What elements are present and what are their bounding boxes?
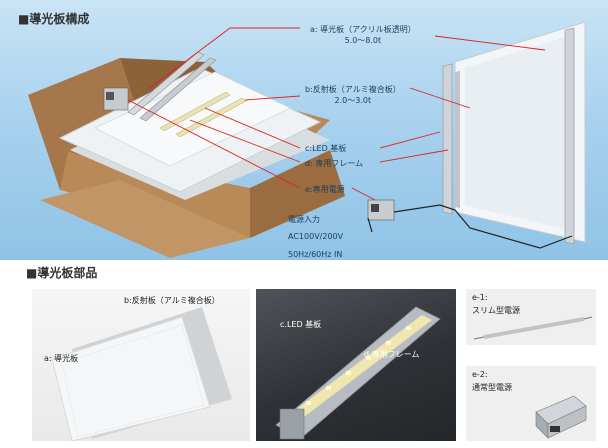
- assembly-diagram: ■導光板構成 a: 導光板（アクリル板透明） 5.0〜8.0t b:反射板（アル…: [0, 0, 608, 260]
- side-frame-left: [442, 63, 453, 215]
- frame-rail-1: [139, 57, 217, 122]
- slim-power-illustration: [473, 316, 593, 340]
- power-cable-in: [367, 217, 373, 233]
- normal-power-code: e-2:: [472, 370, 488, 379]
- power-input-title: 電源入力: [288, 215, 320, 224]
- assembly-illustration: [28, 21, 586, 258]
- callout-d: d: 専用フレーム: [305, 159, 364, 168]
- box-side-right: [250, 150, 345, 238]
- callout-c: c:LED 基板: [305, 144, 347, 153]
- callout-e: e:専用電源: [305, 185, 345, 194]
- reflector-label: b:反射板（アルミ複合板）: [124, 296, 220, 305]
- box-bottom-flap: [40, 180, 250, 258]
- side-frame-left-2: [455, 71, 460, 208]
- callout-a-spec: 5.0〜8.0t: [344, 36, 382, 45]
- led-board: [286, 315, 432, 423]
- normal-power-desc: 通常型電源: [472, 383, 512, 392]
- leader-line-e: [127, 99, 301, 189]
- power-input-voltage: AC100V/200V: [288, 232, 344, 241]
- leader-line-c: [204, 107, 301, 149]
- leader-line-b: [244, 95, 301, 101]
- callout-b-spec: 2.0〜3.0t: [334, 96, 372, 105]
- led-strip-2: [175, 97, 247, 138]
- leader-line-b-right: [409, 87, 471, 109]
- slim-power-desc: スリム型電源: [472, 306, 520, 315]
- page-title: ■導光板構成: [18, 12, 90, 26]
- panel-normal-power: e-2: 通常型電源: [466, 366, 596, 441]
- led-strip-1: [159, 91, 231, 132]
- light-guide-label: a: 導光板: [44, 354, 79, 363]
- leader-line-c-right: [379, 131, 441, 149]
- leader-line-e-right: [351, 187, 376, 201]
- leader-line-d-right: [379, 149, 449, 163]
- slim-power-body: [483, 317, 585, 339]
- assembled-panel-face: [465, 34, 575, 232]
- callout-b: b:反射板（アルミ複合板） 2.0〜3.0t: [305, 84, 401, 106]
- leader-line-a: [149, 27, 300, 89]
- panel-led-frame: c.LED 基板 d 専用フレーム: [256, 289, 456, 441]
- normal-power-illustration: [535, 395, 587, 439]
- parts-title: ■導光板部品: [26, 266, 98, 280]
- callout-b-title: b:反射板（アルミ複合板）: [305, 85, 401, 94]
- panel-light-guide-reflector: b:反射板（アルミ複合板） a: 導光板: [32, 289, 250, 441]
- box-side-front: [60, 152, 250, 238]
- power-cable: [393, 204, 573, 249]
- frame-rail-2: [127, 51, 205, 116]
- led-chips: [306, 326, 411, 405]
- callout-a-title: a: 導光板（アクリル板透明）: [310, 25, 416, 34]
- light-guide-plate-photo: [51, 316, 211, 441]
- power-input-frequency: 50Hz/60Hz IN: [288, 250, 343, 259]
- leader-line-d: [189, 119, 301, 163]
- plates-illustration: [51, 307, 232, 441]
- frame-end-profile: [279, 408, 305, 440]
- leader-line-a-right: [434, 35, 546, 51]
- callout-a: a: 導光板（アクリル板透明） 5.0〜8.0t: [310, 24, 416, 46]
- frame-label: d 専用フレーム: [364, 350, 420, 359]
- led-board-label: c.LED 基板: [280, 320, 322, 329]
- led-frame-illustration: [275, 306, 441, 440]
- slim-power-code: e-1:: [472, 293, 488, 302]
- panel-slim-power: e-1: スリム型電源: [466, 289, 596, 345]
- side-frame-right: [564, 27, 575, 245]
